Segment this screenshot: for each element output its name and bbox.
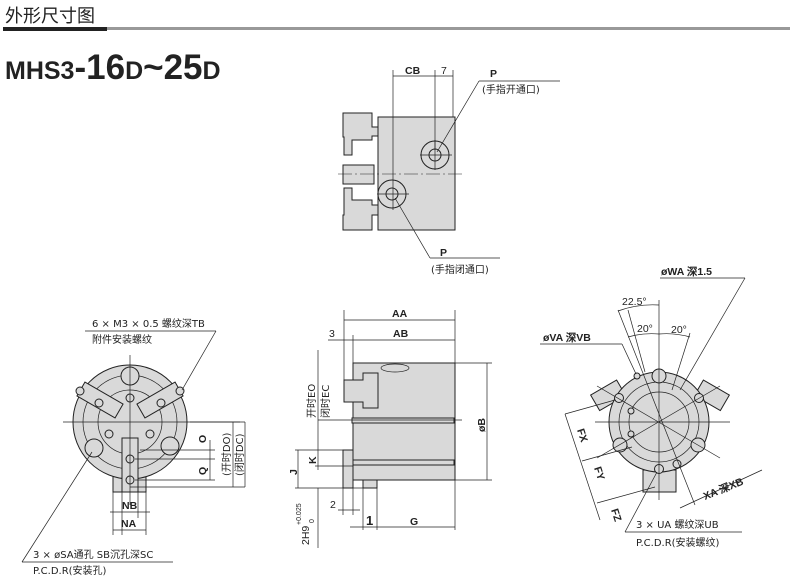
thread-callout: 6 × M3 × 0.5 螺纹深TB bbox=[92, 317, 205, 330]
ua-note: P.C.D.R(安装螺纹) bbox=[636, 536, 720, 549]
dim-aa-label: AA bbox=[392, 308, 408, 320]
dim-o-label: O bbox=[197, 435, 209, 443]
dim-g-label: G bbox=[410, 516, 418, 528]
rear-view: 22.5° 20° 20° øWA 深1.5 øVA 深VB FX FY FZ … bbox=[540, 265, 763, 549]
side-view: AA AB 3 øB 开时EO 闭时EC J K 2 1 G 2H9 +0.02… bbox=[288, 308, 492, 548]
dim-ab-label: AB bbox=[393, 328, 409, 340]
port-close-note: (手指闭通口) bbox=[431, 263, 489, 276]
dim-q-label: Q bbox=[197, 467, 209, 475]
model-prefix: MHS3 bbox=[5, 57, 75, 85]
thread-note: 附件安装螺纹 bbox=[92, 333, 152, 346]
port-open-label: P bbox=[490, 68, 497, 80]
model-size-to: ~25 bbox=[143, 48, 203, 87]
va-callout: øVA 深VB bbox=[543, 331, 591, 344]
dim-do-label: (开时DO) bbox=[221, 433, 233, 476]
dim-ec-label: 闭时EC bbox=[319, 385, 332, 418]
dim-na-label: NA bbox=[121, 518, 137, 530]
model-suffix: D bbox=[202, 57, 221, 85]
angle-22-5-label: 22.5° bbox=[622, 296, 647, 308]
dim-7-label: 7 bbox=[441, 65, 447, 77]
dim-cb-label: CB bbox=[405, 65, 421, 77]
dim-b-label: øB bbox=[476, 418, 488, 432]
dim-3-label: 3 bbox=[329, 328, 335, 340]
model-suffix: D bbox=[125, 57, 144, 85]
dim-2h9-label: 2H9 bbox=[300, 526, 312, 545]
dim-2-label: 2 bbox=[330, 499, 336, 511]
tolerance-upper: +0.025 bbox=[296, 503, 303, 525]
dim-j-label: J bbox=[288, 469, 300, 475]
model-size-from: -16 bbox=[74, 48, 126, 87]
dim-dc-label: (闭时DC) bbox=[233, 433, 246, 476]
mounting-hole-note: P.C.D.R(安装孔) bbox=[33, 564, 107, 577]
dim-fz-label: FZ bbox=[608, 507, 624, 523]
section-underline-accent bbox=[3, 27, 107, 31]
dim-nb-label: NB bbox=[122, 500, 138, 512]
angle-20-left-label: 20° bbox=[637, 323, 653, 335]
dim-1-label: 1 bbox=[366, 513, 373, 528]
dim-eo-label: 开时EO bbox=[306, 384, 318, 418]
port-open-note: (手指开通口) bbox=[482, 83, 540, 96]
wa-callout: øWA 深1.5 bbox=[661, 265, 712, 278]
dim-fy-label: FY bbox=[591, 465, 607, 481]
tolerance-lower: 0 bbox=[309, 519, 316, 523]
mounting-hole-callout: 3 × øSA通孔 SB沉孔深SC bbox=[33, 548, 153, 561]
dim-fx-label: FX bbox=[574, 427, 590, 443]
front-view: 6 × M3 × 0.5 螺纹深TB 附件安装螺纹 3 × øSA通孔 SB沉孔… bbox=[21, 317, 246, 577]
angle-20-right-label: 20° bbox=[671, 324, 687, 336]
model-title: MHS3-16D~25D bbox=[5, 48, 221, 88]
port-close-label: P bbox=[440, 247, 447, 259]
section-underline bbox=[107, 27, 790, 30]
section-title: 外形尺寸图 bbox=[5, 6, 95, 27]
dim-k-label: K bbox=[307, 456, 319, 464]
dim-xa-label: XA 深XB bbox=[701, 475, 745, 503]
top-view: CB 7 P (手指开通口) P (手指闭通口) bbox=[338, 65, 560, 276]
ua-callout: 3 × UA 螺纹深UB bbox=[636, 518, 719, 531]
